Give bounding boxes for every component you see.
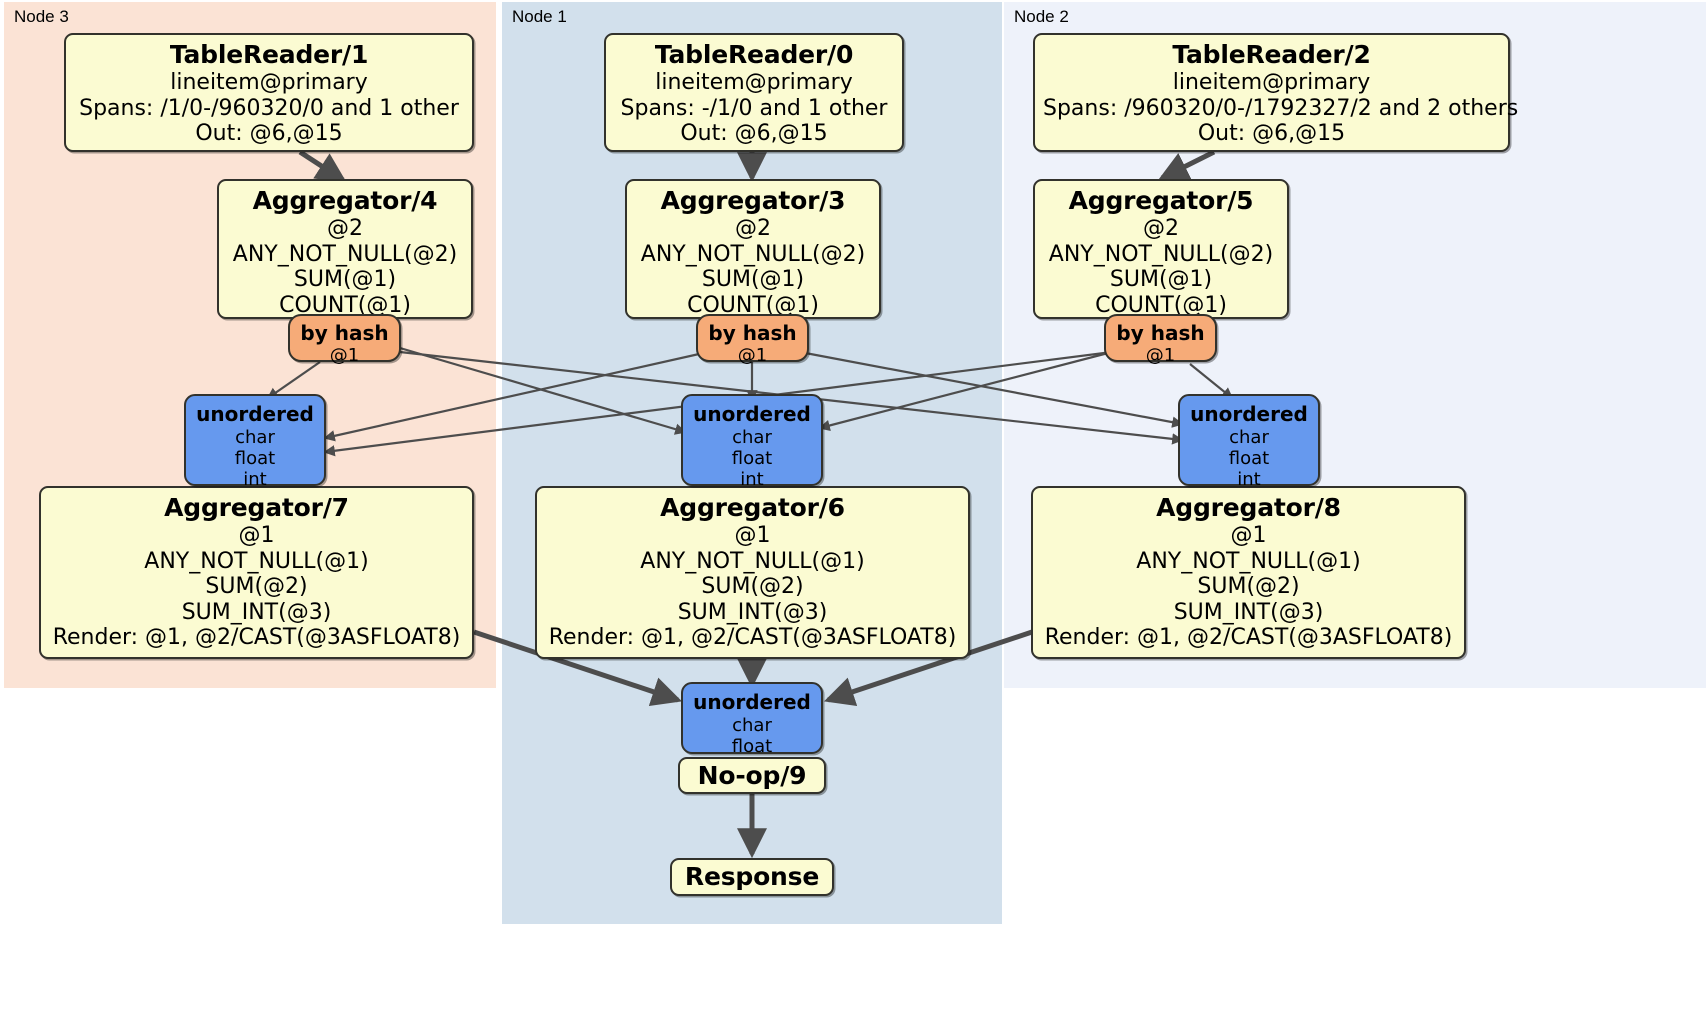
router-by-hash-right[interactable]: by hash @1 <box>1104 314 1217 366</box>
processor-line: ANY_NOT_NULL(@2) <box>640 241 866 267</box>
processor-title: Aggregator/6 <box>660 493 845 522</box>
processor-line: Out: @6,@15 <box>680 121 828 146</box>
processor-title: Aggregator/4 <box>252 186 438 215</box>
processor-line: Out: @6,@15 <box>1197 121 1346 146</box>
processor-line: @1 <box>238 523 275 548</box>
processor-table-reader-1[interactable]: TableReader/1 lineitem@primary Spans: /1… <box>64 33 474 152</box>
sync-line: char <box>732 715 772 736</box>
processor-aggregator-6[interactable]: Aggregator/6 @1 ANY_NOT_NULL(@1) SUM(@2)… <box>535 486 970 659</box>
processor-line: lineitem@primary <box>1172 70 1371 95</box>
sync-line: int <box>1237 469 1261 490</box>
processor-line: lineitem@primary <box>655 70 853 95</box>
processor-line: @2 <box>1143 216 1179 241</box>
processor-aggregator-5[interactable]: Aggregator/5 @2 ANY_NOT_NULL(@2) SUM(@1)… <box>1033 179 1289 319</box>
processor-table-reader-2[interactable]: TableReader/2 lineitem@primary Spans: /9… <box>1033 33 1519 152</box>
processor-aggregator-3[interactable]: Aggregator/3 @2 ANY_NOT_NULL(@2) SUM(@1)… <box>625 179 881 319</box>
processor-title: TableReader/1 <box>169 40 369 69</box>
sync-unordered-left[interactable]: unordered char float int <box>184 394 326 490</box>
processor-aggregator-4[interactable]: Aggregator/4 @2 ANY_NOT_NULL(@2) SUM(@1)… <box>217 179 473 319</box>
processor-title: TableReader/0 <box>654 40 854 69</box>
processor-line: SUM(@2) <box>205 574 308 599</box>
sync-line: float <box>731 448 773 469</box>
processor-line: SUM(@1) <box>293 267 397 292</box>
processor-line: @1 <box>734 523 771 548</box>
router-title: by hash <box>1116 321 1205 345</box>
processor-no-op-9[interactable]: No-op/9 <box>678 757 826 794</box>
processor-line: Spans: /1/0-/960320/0 and 1 other <box>79 95 459 121</box>
panel-node-2-label: Node 2 <box>1014 7 1069 26</box>
processor-title: No-op/9 <box>697 761 807 790</box>
processor-line: ANY_NOT_NULL(@1) <box>640 548 865 574</box>
sync-unordered-final[interactable]: unordered char float <box>681 682 823 757</box>
router-sub: @1 <box>737 345 768 366</box>
processor-line: COUNT(@1) <box>1095 292 1227 318</box>
processor-line: ANY_NOT_NULL(@2) <box>1048 241 1274 267</box>
processor-title: TableReader/2 <box>1172 40 1371 69</box>
sync-title: unordered <box>196 402 314 426</box>
sync-unordered-center[interactable]: unordered char float int <box>681 394 823 490</box>
processor-line: ANY_NOT_NULL(@2) <box>232 241 458 267</box>
sync-unordered-right[interactable]: unordered char float int <box>1178 394 1320 490</box>
router-by-hash-center[interactable]: by hash @1 <box>696 314 809 366</box>
sync-title: unordered <box>693 690 811 714</box>
sync-line: int <box>740 469 764 490</box>
processor-line: SUM(@1) <box>1109 267 1213 292</box>
processor-line: @2 <box>735 216 771 241</box>
sync-line: float <box>1228 448 1270 469</box>
sync-line: int <box>243 469 267 490</box>
processor-aggregator-7[interactable]: Aggregator/7 @1 ANY_NOT_NULL(@1) SUM(@2)… <box>39 486 474 659</box>
sync-line: char <box>1229 427 1269 448</box>
router-sub: @1 <box>329 345 360 366</box>
router-sub: @1 <box>1145 345 1176 366</box>
processor-line: SUM(@2) <box>1197 574 1300 599</box>
processor-line: SUM_INT(@3) <box>1173 599 1324 625</box>
processor-line: Spans: /960320/0-/1792327/2 and 2 others <box>1043 95 1519 121</box>
processor-response[interactable]: Response <box>670 858 834 896</box>
router-by-hash-left[interactable]: by hash @1 <box>288 314 401 366</box>
processor-title: Aggregator/5 <box>1068 186 1254 215</box>
processor-table-reader-0[interactable]: TableReader/0 lineitem@primary Spans: -/… <box>604 33 904 152</box>
sync-title: unordered <box>693 402 811 426</box>
sync-line: char <box>732 427 772 448</box>
processor-line: @2 <box>327 216 363 241</box>
processor-line: SUM(@1) <box>701 267 805 292</box>
panel-node-1-label: Node 1 <box>512 7 567 26</box>
processor-aggregator-8[interactable]: Aggregator/8 @1 ANY_NOT_NULL(@1) SUM(@2)… <box>1031 486 1466 659</box>
processor-line: Render: @1, @2/CAST(@3ASFLOAT8) <box>52 625 461 650</box>
processor-title: Aggregator/7 <box>164 493 349 522</box>
processor-title: Aggregator/8 <box>1156 493 1341 522</box>
processor-line: Render: @1, @2/CAST(@3ASFLOAT8) <box>548 625 957 650</box>
processor-line: Render: @1, @2/CAST(@3ASFLOAT8) <box>1044 625 1453 650</box>
processor-line: ANY_NOT_NULL(@1) <box>1136 548 1361 574</box>
processor-line: SUM_INT(@3) <box>677 599 828 625</box>
router-title: by hash <box>300 321 389 345</box>
processor-line: @1 <box>1230 523 1267 548</box>
processor-line: COUNT(@1) <box>279 292 411 318</box>
panel-node-3-label: Node 3 <box>14 7 69 26</box>
sync-line: float <box>234 448 276 469</box>
processor-line: SUM_INT(@3) <box>181 599 332 625</box>
sync-line: float <box>731 736 773 757</box>
processor-line: COUNT(@1) <box>687 292 819 318</box>
processor-line: Spans: -/1/0 and 1 other <box>620 95 888 121</box>
sync-line: char <box>235 427 275 448</box>
processor-line: SUM(@2) <box>701 574 804 599</box>
processor-title: Aggregator/3 <box>660 186 846 215</box>
processor-title: Response <box>684 862 820 891</box>
router-title: by hash <box>708 321 797 345</box>
sync-title: unordered <box>1190 402 1308 426</box>
processor-line: lineitem@primary <box>170 70 368 95</box>
processor-line: ANY_NOT_NULL(@1) <box>144 548 369 574</box>
processor-line: Out: @6,@15 <box>195 121 343 146</box>
